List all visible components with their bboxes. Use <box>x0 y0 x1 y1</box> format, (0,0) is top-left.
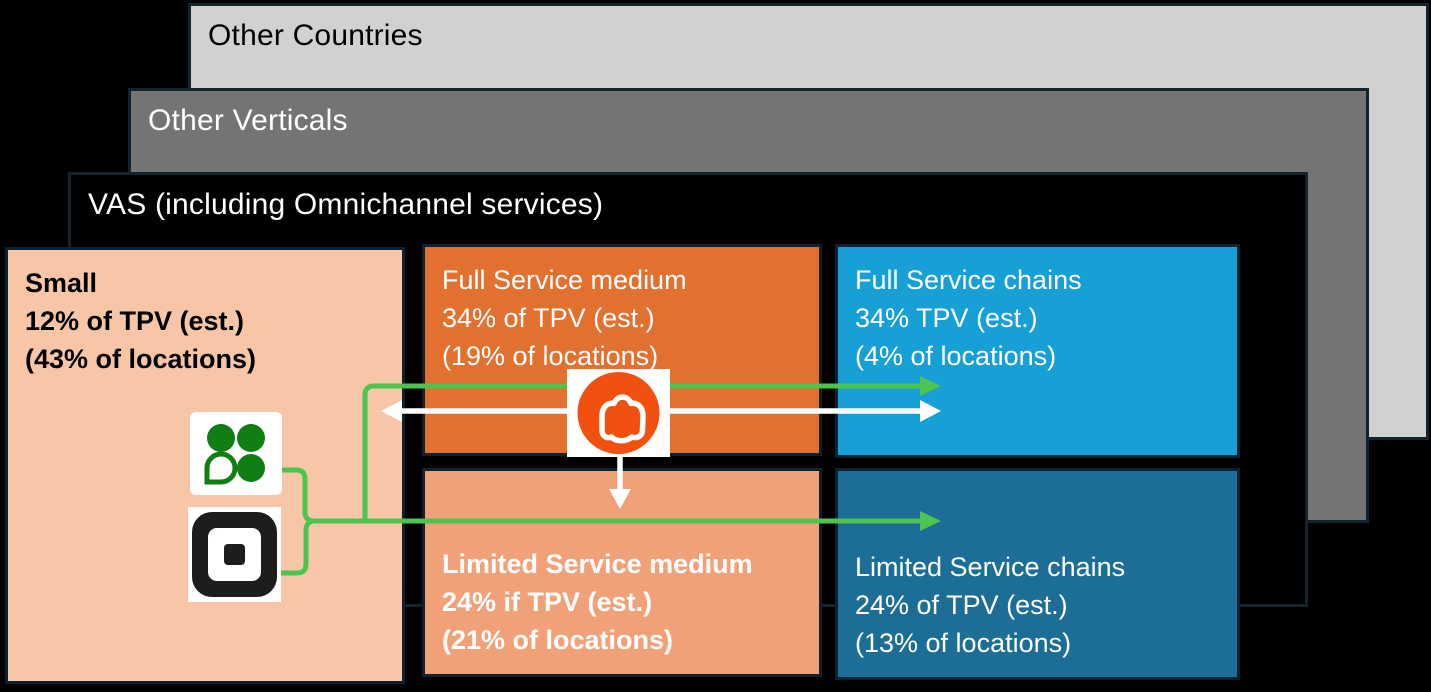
segment-full-service-chains: Full Service chains 34% TPV (est.) (4% o… <box>835 244 1240 458</box>
segment-small-title: Small <box>25 268 98 298</box>
segment-limited-service-chains-title: Limited Service chains <box>855 552 1126 582</box>
segment-full-service-medium-title: Full Service medium <box>442 265 687 295</box>
segment-full-service-chains-tpv: 34% TPV (est.) <box>855 303 1038 333</box>
segment-full-service-chains-locations: (4% of locations) <box>855 341 1057 371</box>
segment-limited-service-chains: Limited Service chains 24% of TPV (est.)… <box>835 468 1240 680</box>
segment-limited-service-medium-locations: (21% of locations) <box>442 625 674 655</box>
toast-icon <box>567 369 670 457</box>
segment-small-tpv: 12% of TPV (est.) <box>25 306 245 336</box>
segment-limited-service-chains-tpv: 24% of TPV (est.) <box>855 590 1068 620</box>
segment-full-service-medium-locations: (19% of locations) <box>442 341 659 371</box>
segment-full-service-medium-tpv: 34% of TPV (est.) <box>442 303 655 333</box>
segment-small-locations: (43% of locations) <box>25 344 257 374</box>
segment-limited-service-medium-title: Limited Service medium <box>442 549 753 579</box>
layer-vas-label: VAS (including Omnichannel services) <box>88 188 604 221</box>
clover-icon <box>190 412 282 495</box>
segment-limited-service-chains-locations: (13% of locations) <box>855 628 1072 658</box>
segment-limited-service-medium-tpv: 24% if TPV (est.) <box>442 587 653 617</box>
segment-full-service-chains-title: Full Service chains <box>855 265 1082 295</box>
layer-other-verticals-label: Other Verticals <box>148 104 348 137</box>
segment-limited-service-medium: Limited Service medium 24% if TPV (est.)… <box>422 468 822 677</box>
layer-other-countries-label: Other Countries <box>208 19 423 52</box>
square-icon <box>188 507 281 602</box>
